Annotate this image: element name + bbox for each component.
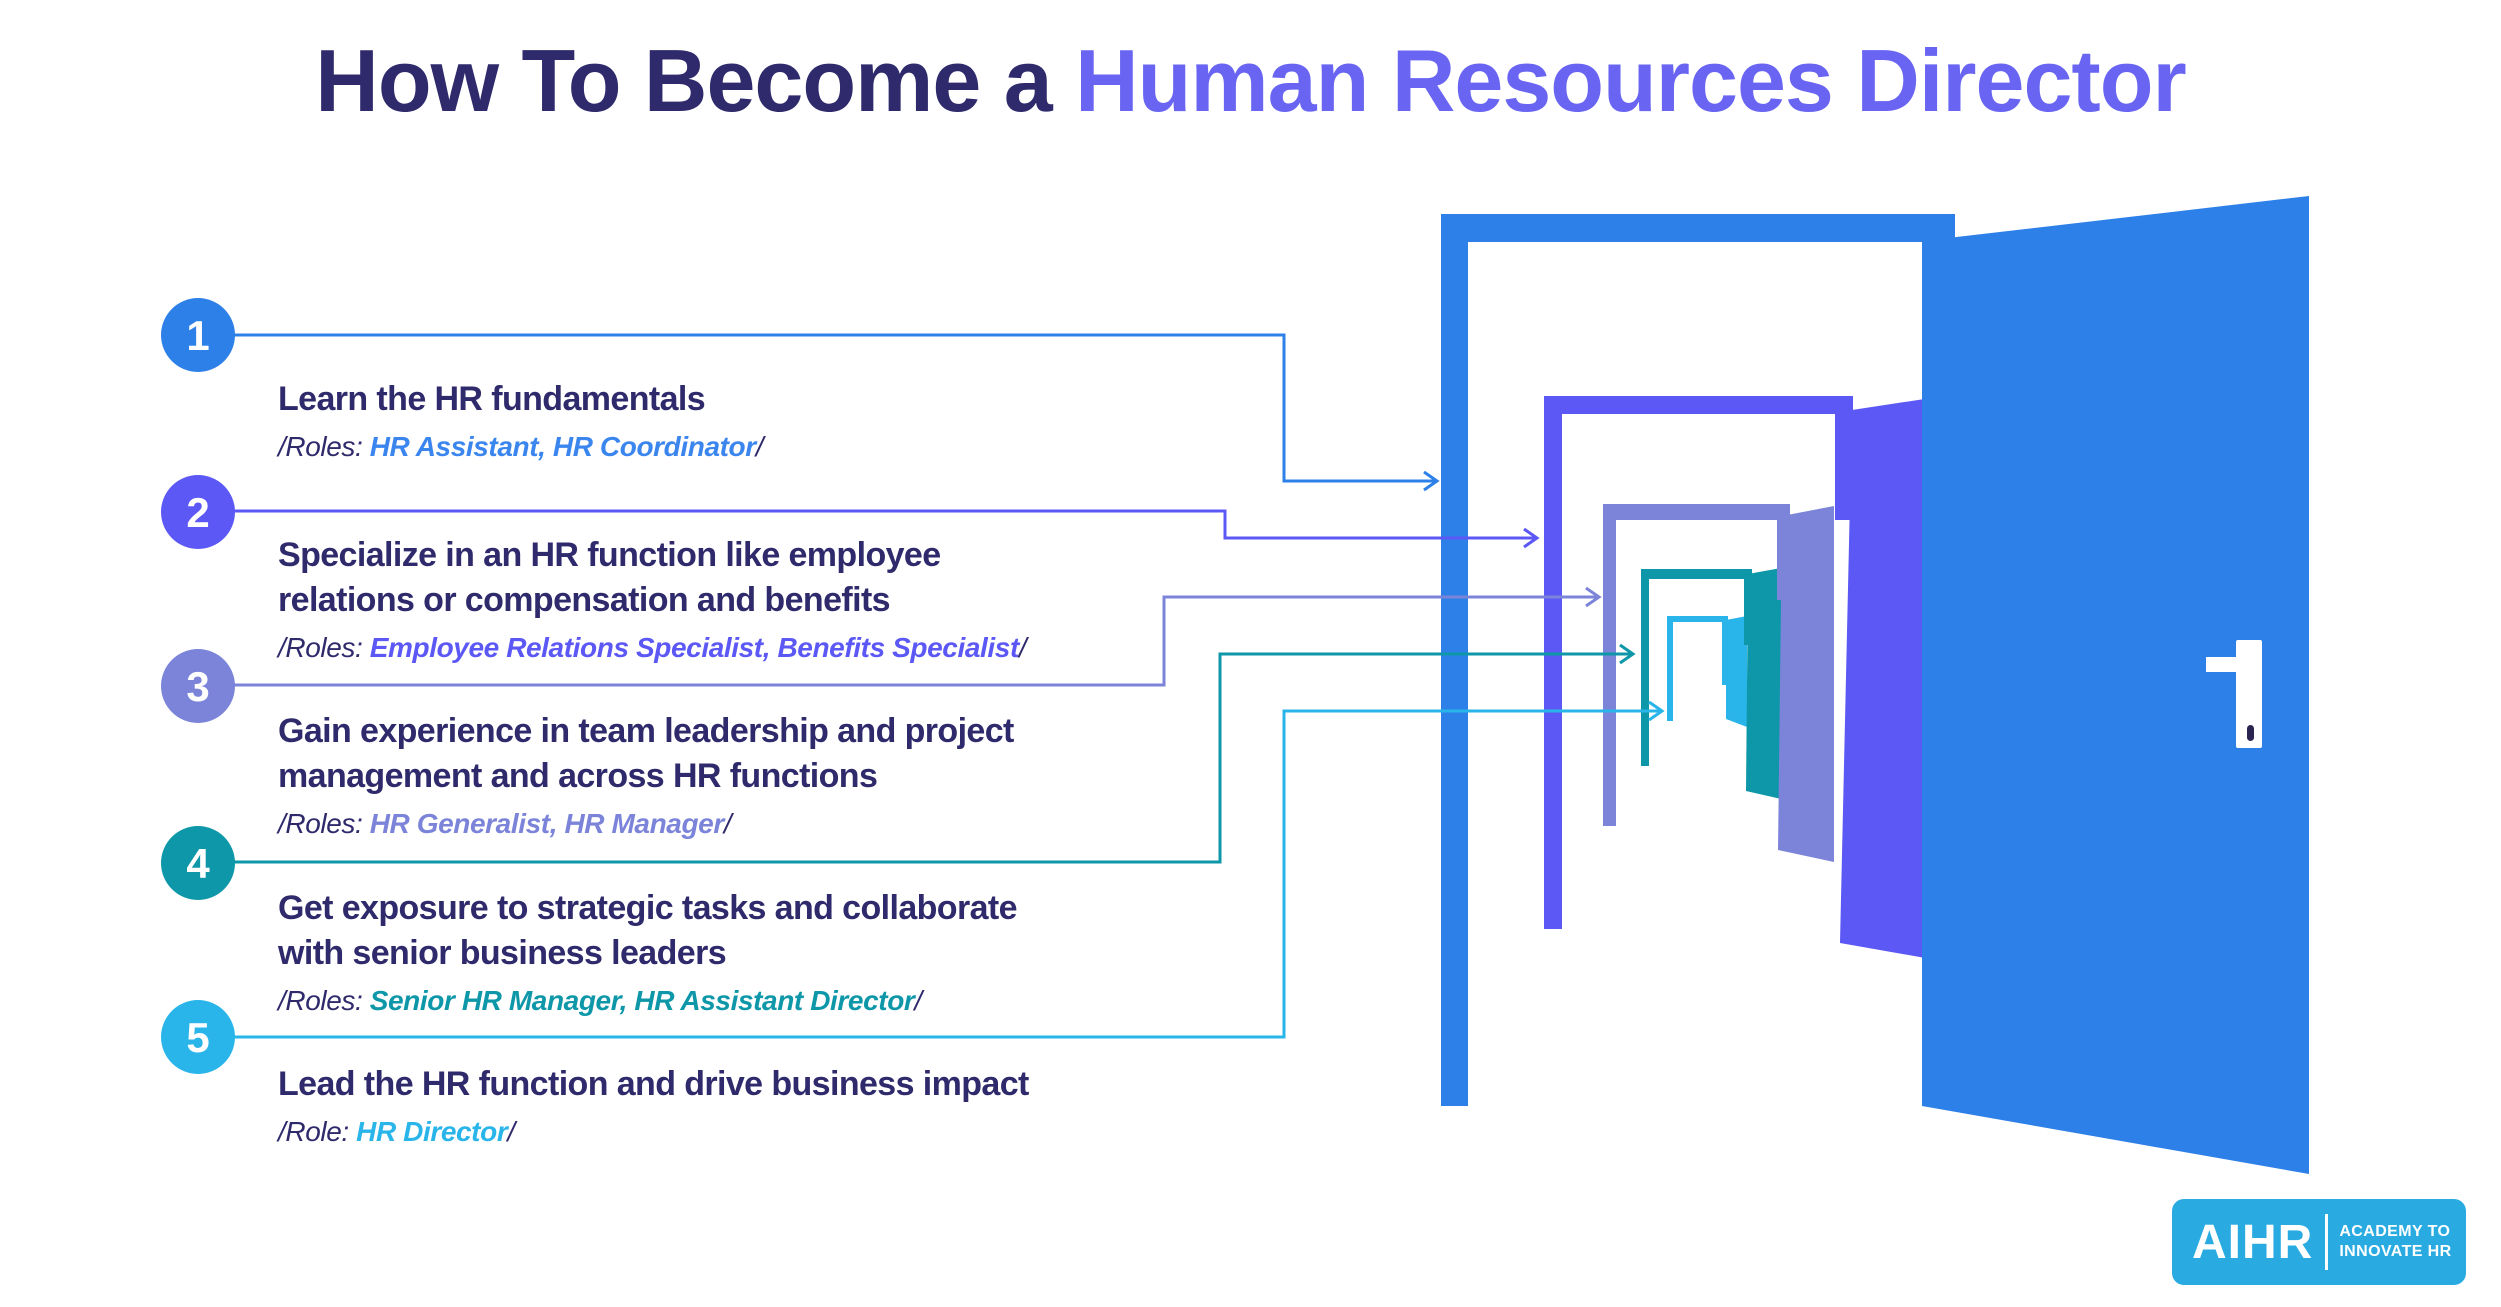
step-2-title-line1: Specialize in an HR function like employ… — [278, 536, 941, 574]
step-3: Gain experience in team leadership and p… — [278, 709, 1014, 840]
aihr-logo-tagline-line2: INNOVATE HR — [2339, 1243, 2452, 1260]
step-1-roles-suffix: / — [755, 431, 764, 462]
step-1-roles-list: HR Assistant, HR Coordinator — [369, 431, 756, 462]
step-2-roles-list: Employee Relations Specialist, Benefits … — [369, 632, 1020, 663]
step-badge-5-circle — [161, 1000, 235, 1074]
door-leaf-2 — [1840, 398, 1931, 959]
step-2-roles-suffix: / — [1018, 632, 1027, 663]
step-badge-5-number: 5 — [186, 1014, 209, 1061]
door-leaf-5 — [1726, 616, 1747, 727]
step-3-roles-list: HR Generalist, HR Manager — [369, 808, 725, 839]
step-4-roles-prefix: /Roles: — [278, 985, 370, 1016]
step-badge-5: 5 — [161, 1000, 235, 1074]
step-3-title-line2: management and across HR functions — [278, 757, 878, 795]
step-badge-1-circle — [161, 298, 235, 372]
step-badge-3-circle — [161, 649, 235, 723]
page-title-highlight: Human Resources Director — [1075, 31, 2187, 130]
step-1-roles: /Roles: HR Assistant, HR Coordinator/ — [278, 431, 764, 463]
step-5-roles: /Role: HR Director/ — [278, 1116, 1029, 1148]
step-4-roles-list: Senior HR Manager, HR Assistant Director — [369, 985, 915, 1016]
aihr-logo-divider — [2325, 1214, 2329, 1270]
step-badge-4-circle — [161, 826, 235, 900]
step-badge-3: 3 — [161, 649, 235, 723]
step-4-title-line1: Get exposure to strategic tasks and coll… — [278, 889, 1018, 927]
door-frame-5 — [1667, 616, 1728, 721]
door-handle-bar — [2206, 657, 2240, 672]
aihr-logo-brand: AIHR — [2192, 1215, 2314, 1269]
step-5-roles-list: HR Director — [356, 1116, 508, 1147]
connector-arrow-5 — [234, 700, 1665, 1039]
connector-arrow-2 — [234, 509, 1540, 549]
step-3-roles-suffix: / — [723, 808, 732, 839]
door-keyhole-icon — [2247, 725, 2254, 741]
step-1-title: Learn the HR fundamentals — [278, 380, 706, 418]
step-4: Get exposure to strategic tasks and coll… — [278, 886, 1018, 1017]
aihr-logo-tagline: ACADEMY TO INNOVATE HR — [2339, 1222, 2451, 1262]
step-badge-4-number: 4 — [186, 840, 210, 887]
step-5: Lead the HR function and drive business … — [278, 1062, 1029, 1148]
step-badge-3-number: 3 — [186, 663, 209, 710]
step-badge-2: 2 — [161, 475, 235, 549]
step-badge-1-number: 1 — [186, 312, 209, 359]
step-3-roles: /Roles: HR Generalist, HR Manager/ — [278, 808, 1014, 840]
step-5-roles-suffix: / — [507, 1116, 515, 1147]
door-leaf-1 — [1922, 196, 2309, 1174]
connector-arrow-4 — [234, 643, 1636, 864]
door-leaf-4 — [1746, 568, 1781, 799]
step-1-roles-prefix: /Roles: — [278, 431, 370, 462]
step-5-roles-prefix: /Role: — [278, 1116, 357, 1147]
step-2: Specialize in an HR function like employ… — [278, 533, 1027, 664]
step-1: Learn the HR fundamentals /Roles: HR Ass… — [278, 377, 764, 463]
door-handle-plate — [2236, 640, 2262, 748]
page-title: How To Become a Human Resources Director — [0, 30, 2501, 132]
step-4-roles-suffix: / — [914, 985, 922, 1016]
step-badge-4: 4 — [161, 826, 235, 900]
step-2-title-line2: relations or compensation and benefits — [278, 581, 891, 619]
step-5-title: Lead the HR function and drive business … — [278, 1065, 1029, 1103]
step-badge-2-circle — [161, 475, 235, 549]
step-3-roles-prefix: /Roles: — [278, 808, 370, 839]
step-badge-2-number: 2 — [186, 489, 209, 536]
aihr-logo-tagline-line1: ACADEMY TO — [2339, 1223, 2451, 1240]
door-leaf-3 — [1778, 506, 1834, 862]
step-4-title-line2: with senior business leaders — [278, 934, 727, 972]
step-badge-1: 1 — [161, 298, 235, 372]
page-title-regular: How To Become a — [315, 31, 1076, 130]
connector-arrow-3 — [234, 586, 1602, 687]
step-2-roles: /Roles: Employee Relations Specialist, B… — [278, 632, 1027, 664]
step-3-title-line1: Gain experience in team leadership and p… — [278, 712, 1014, 750]
aihr-logo: AIHR ACADEMY TO INNOVATE HR — [2172, 1199, 2466, 1285]
connector-arrow-1 — [234, 333, 1440, 492]
door-handle — [2206, 640, 2262, 748]
step-4-roles: /Roles: Senior HR Manager, HR Assistant … — [278, 985, 1017, 1017]
step-2-roles-prefix: /Roles: — [278, 632, 370, 663]
